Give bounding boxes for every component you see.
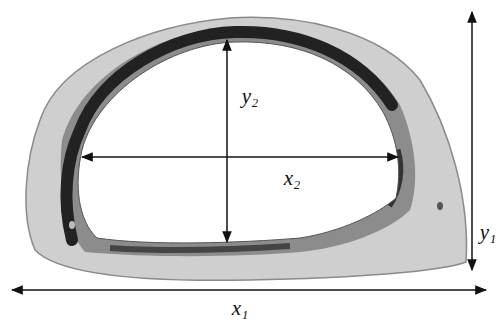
- dimension-arrow: [82, 156, 398, 158]
- dimension-label: x₁: [230, 297, 251, 320]
- medullary-cavity: [78, 42, 399, 243]
- dimension-label: x₂: [282, 167, 303, 190]
- cortical-band: [61, 27, 416, 256]
- dimension-label: y₂: [240, 85, 261, 108]
- dense-layer: [110, 246, 290, 250]
- pore: [69, 221, 75, 229]
- dimension-arrow: [226, 40, 228, 242]
- dimension-label: y₁: [478, 221, 499, 244]
- pore: [437, 202, 443, 210]
- outer-cortex: [26, 17, 467, 280]
- pore: [379, 188, 391, 204]
- dimension-arrow: [12, 289, 486, 291]
- dimension-arrow: [471, 12, 473, 270]
